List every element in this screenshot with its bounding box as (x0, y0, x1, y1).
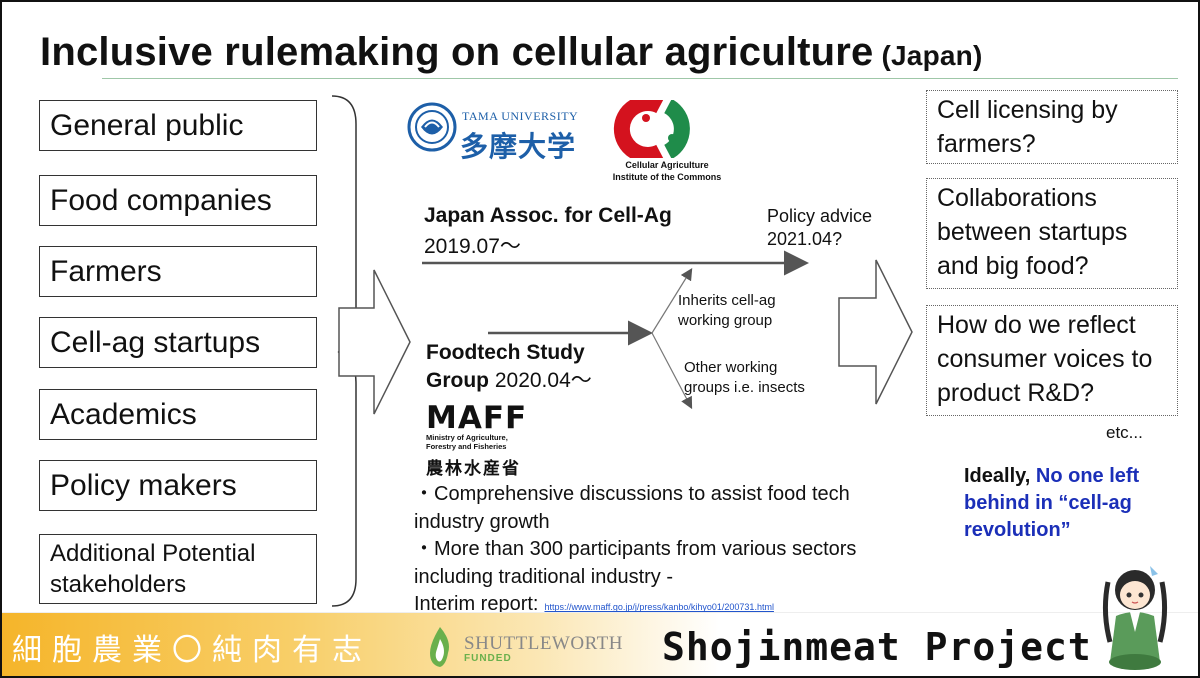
ideal-highlight-3: revolution” (964, 519, 1071, 541)
stakeholder-policy-makers: Policy makers (39, 460, 317, 511)
maff-line1: Ministry of Agriculture, (426, 433, 508, 442)
policy-line1: Policy advice (767, 206, 873, 226)
footer-bar: 細胞農業〇純肉有志 SHUTTLEWORTH FUNDED Shojinmeat… (2, 612, 1198, 676)
maff-jp-name: 農林水産省 (426, 459, 521, 478)
ideal-highlight-2: behind in “cell-ag (964, 492, 1132, 514)
question-collaborations: Collaborations between startups and big … (926, 178, 1178, 289)
stakeholder-cell-ag-startups: Cell-ag startups (39, 317, 317, 368)
association-date: 2019.07～ (424, 235, 521, 258)
stakeholder-general-public: General public (39, 100, 317, 151)
bullet-2: ・More than 300 participants from various… (414, 538, 857, 588)
ideal-prefix: Ideally, (964, 465, 1036, 487)
association-name: Japan Assoc. for Cell-Ag (424, 204, 672, 227)
bullet-1: ・Comprehensive discussions to assist foo… (414, 483, 850, 533)
shuttleworth-flame-icon (430, 627, 449, 667)
maff-logo: MAFF (426, 400, 528, 436)
policy-line2: 2021.04? (767, 229, 843, 250)
interim-report-label: Interim report: (414, 593, 539, 616)
cellular-agriculture-institute-logo-icon (613, 100, 690, 158)
policy-advice: Policy advice 2021.04? (767, 205, 872, 252)
bullet-3: Interim report: https://www.maff.go.jp/j/… (414, 591, 884, 619)
stakeholder-food-companies: Food companies (39, 175, 317, 226)
big-arrow-right-icon (838, 259, 913, 405)
foodtech-name-line1: Foodtech Study (426, 341, 585, 364)
title-sub: (Japan) (881, 40, 983, 71)
stakeholder-additional: Additional Potential stakeholders (39, 534, 317, 604)
shuttleworth-name: SHUTTLEWORTH (464, 633, 623, 654)
question-consumer-voices: How do we reflect consumer voices to pro… (926, 305, 1178, 416)
stakeholder-farmers: Farmers (39, 246, 317, 297)
tama-university-logo-icon (407, 102, 457, 152)
cellular-agriculture-institute-name: Cellular Agriculture Institute of the Co… (592, 160, 742, 183)
title-main: Inclusive rulemaking on cellular agricul… (40, 30, 874, 74)
foodtech-name-line2: Group (426, 369, 489, 393)
footer-jp-text: 細胞農業〇純肉有志 (12, 633, 372, 668)
other-line2: groups i.e. insects (684, 379, 805, 397)
slide-title: Inclusive rulemaking on cellular agricul… (40, 30, 983, 75)
bullet-list: ・Comprehensive discussions to assist foo… (414, 481, 884, 619)
inherit-line2: working group (678, 312, 773, 330)
question-cell-licensing: Cell licensing by farmers? (926, 90, 1178, 164)
shuttleworth-funded: FUNDED (464, 653, 512, 664)
other-line1: Other working (684, 359, 778, 376)
cac-line2: Institute of the Commons (612, 171, 722, 182)
shojinmeat-project-logo: Shojinmeat Project (662, 625, 1092, 669)
ideal-highlight-1: No one left (1035, 465, 1140, 487)
foodtech-group: Foodtech Study Group 2020.04～ (426, 339, 592, 396)
mascot-icon (1102, 566, 1168, 670)
brace-icon (331, 95, 357, 607)
ideal-statement: Ideally, No one left behind in “cell-ag … (964, 463, 1139, 544)
other-groups-label: Other working groups i.e. insects (684, 358, 805, 399)
title-rule (102, 78, 1178, 79)
maff-line2: Forestry and Fisheries (426, 442, 507, 452)
tama-university-name-en: TAMA UNIVERSITY (462, 109, 579, 123)
tama-university-name-jp: 多摩大学 (460, 132, 577, 163)
stakeholder-academics: Academics (39, 389, 317, 440)
cac-line1: Cellular Agriculture (625, 160, 709, 170)
maff-full-name: Ministry of Agriculture, Forestry and Fi… (426, 433, 508, 452)
inherit-label: Inherits cell-ag working group (678, 291, 776, 332)
etc-label: etc... (1106, 423, 1143, 442)
foodtech-date: 2020.04～ (494, 369, 592, 393)
interim-report-link[interactable]: https://www.maff.go.jp/j/press/kanbo/kih… (544, 602, 774, 613)
big-arrow-left-icon (338, 269, 411, 415)
inherit-line1: Inherits cell-ag (678, 292, 776, 309)
